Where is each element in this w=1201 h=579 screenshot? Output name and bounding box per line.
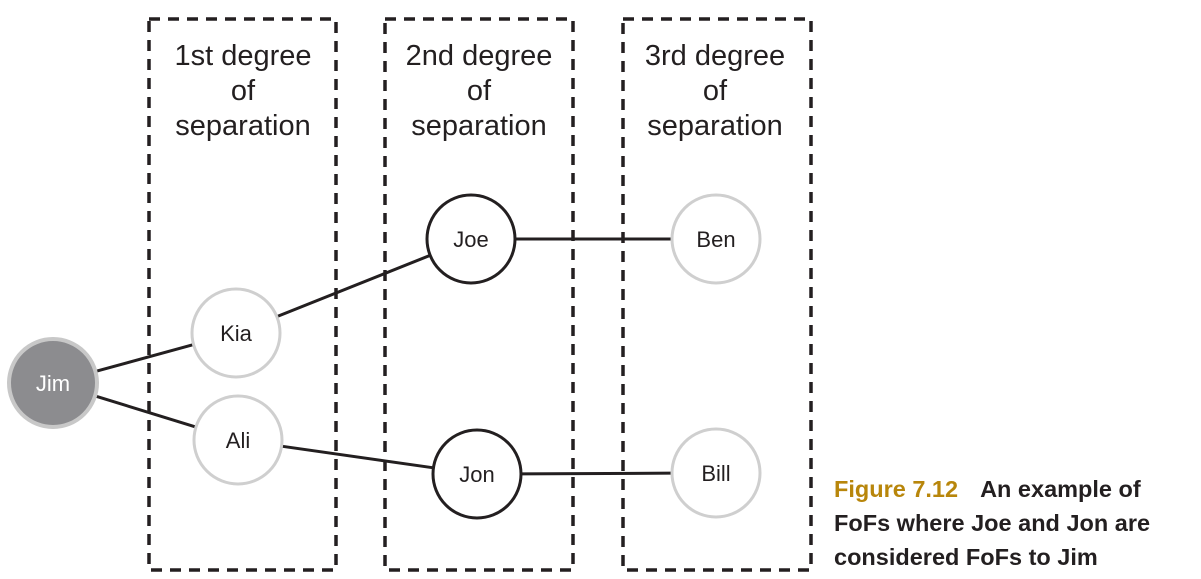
- node-circle: [670, 193, 762, 285]
- node-circle: [670, 427, 762, 519]
- node-circle: [190, 287, 282, 379]
- node-label: Bill: [701, 461, 730, 486]
- edge-kia-joe: [276, 253, 431, 319]
- node-circle: [431, 428, 523, 520]
- node-kia: Kia: [190, 287, 282, 379]
- degree-heading-line: separation: [647, 110, 782, 142]
- degree-heading-line: 2nd degree: [406, 40, 553, 72]
- node-circle: [425, 193, 517, 285]
- connection-lines: [94, 237, 673, 476]
- node-label: Joe: [453, 227, 488, 252]
- node-jim: Jim: [7, 337, 99, 429]
- node-label: Ali: [226, 428, 250, 453]
- node-label: Ben: [696, 227, 735, 252]
- degree-heading-line: of: [703, 75, 728, 107]
- node-ali: Ali: [192, 394, 284, 486]
- degree-heading-line: separation: [411, 110, 546, 142]
- edge-jim-kia: [95, 343, 194, 373]
- degree-heading-line: 1st degree: [174, 40, 311, 72]
- edge-jon-bill: [520, 471, 673, 476]
- degree-heading-line: 3rd degree: [645, 40, 785, 72]
- degree-heading-line: of: [467, 75, 492, 107]
- node-label: Jon: [459, 462, 494, 487]
- figure-number: Figure 7.12: [834, 476, 959, 502]
- caption-text: An example of FoFs where Joe and Jon are…: [834, 476, 1151, 570]
- edge-jim-ali: [94, 394, 197, 429]
- edge-ali-jon: [281, 444, 434, 470]
- node-bill: Bill: [670, 427, 762, 519]
- degree-heading-line: of: [231, 75, 256, 107]
- node-jon: Jon: [431, 428, 523, 520]
- node-joe: Joe: [425, 193, 517, 285]
- node-circle: [192, 394, 284, 486]
- degree-heading-line: separation: [175, 110, 310, 142]
- node-label: Jim: [36, 371, 70, 396]
- node-circle: [7, 337, 99, 429]
- node-label: Kia: [220, 321, 253, 346]
- node-ben: Ben: [670, 193, 762, 285]
